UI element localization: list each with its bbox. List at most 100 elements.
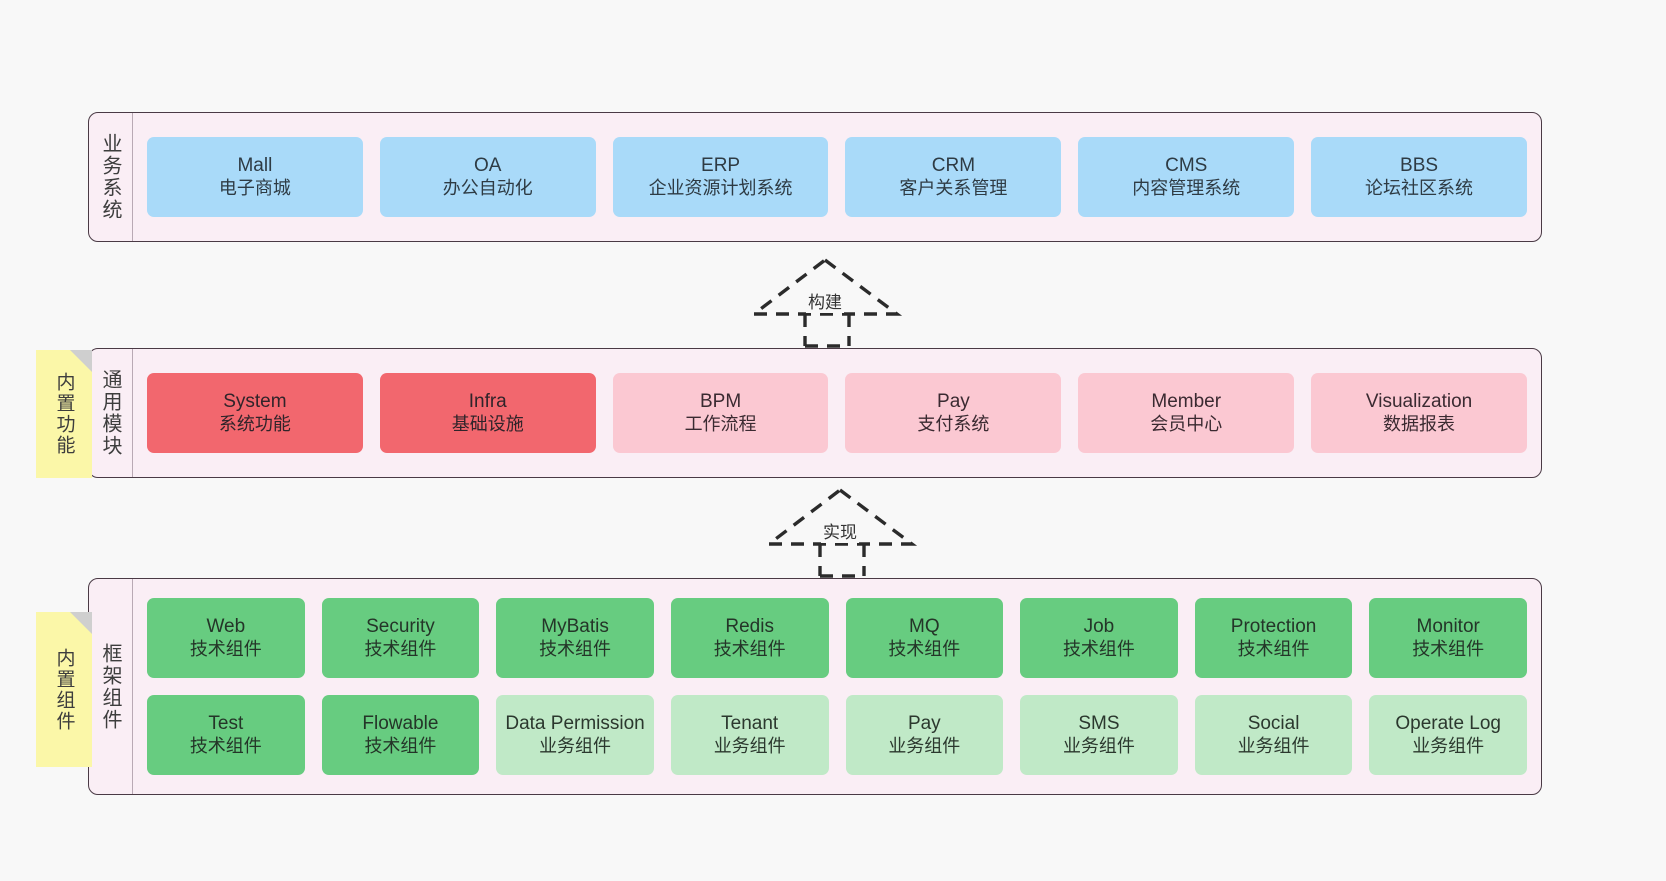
node-operate-log[interactable]: Operate Log 业务组件 — [1369, 695, 1527, 775]
node-redis-name: Redis — [725, 616, 774, 638]
node-mq[interactable]: MQ 技术组件 — [845, 598, 1004, 678]
node-system-name: System — [223, 391, 287, 413]
node-bpm[interactable]: BPM 工作流程 — [612, 373, 829, 453]
node-crm-desc: 客户关系管理 — [899, 177, 1008, 198]
node-sms-desc: 业务组件 — [1062, 735, 1135, 756]
layer-business-systems: 业务系统 Mall 电子商城 OA 办公自动化 ERP 企业资源计划系统 CRM… — [88, 112, 1542, 242]
node-pay-component-desc: 业务组件 — [888, 735, 961, 756]
node-cms-name: CMS — [1165, 155, 1208, 177]
node-data-permission[interactable]: Data Permission 业务组件 — [496, 695, 654, 775]
node-bbs-name: BBS — [1400, 155, 1439, 177]
sticky-note-builtin-feature-label: 内置功能 — [53, 372, 75, 456]
node-pay-component[interactable]: Pay 业务组件 — [845, 695, 1004, 775]
node-member-name: Member — [1151, 391, 1222, 413]
connector-implement — [767, 488, 918, 578]
node-mall[interactable]: Mall 电子商城 — [147, 137, 363, 217]
node-data-permission-desc: 业务组件 — [539, 735, 612, 756]
node-job[interactable]: Job 技术组件 — [1020, 598, 1178, 678]
node-test[interactable]: Test 技术组件 — [147, 695, 305, 775]
node-web-desc: 技术组件 — [189, 638, 262, 659]
node-test-name: Test — [208, 713, 244, 735]
layer-common-modules-row: System 系统功能 Infra 基础设施 BPM 工作流程 Pay 支付系统… — [147, 373, 1527, 453]
node-job-desc: 技术组件 — [1062, 638, 1135, 659]
node-redis[interactable]: Redis 技术组件 — [670, 598, 829, 678]
layer-business-systems-row: Mall 电子商城 OA 办公自动化 ERP 企业资源计划系统 CRM 客户关系… — [147, 137, 1527, 217]
page-fold-icon — [70, 350, 92, 372]
node-test-desc: 技术组件 — [189, 735, 262, 756]
connector-implement-arrowhead — [767, 488, 918, 546]
layer-framework-components-label: 框架组件 — [89, 579, 133, 794]
connector-implement-label: 实现 — [821, 518, 859, 543]
page-fold-icon — [70, 612, 92, 634]
node-redis-desc: 技术组件 — [713, 638, 786, 659]
connector-build-arrowhead — [752, 258, 903, 316]
node-mybatis-desc: 技术组件 — [539, 638, 612, 659]
node-web[interactable]: Web 技术组件 — [147, 598, 305, 678]
connector-build-shaft — [803, 314, 851, 348]
node-erp[interactable]: ERP 企业资源计划系统 — [612, 137, 829, 217]
node-visualization[interactable]: Visualization 数据报表 — [1311, 373, 1527, 453]
node-monitor-desc: 技术组件 — [1412, 638, 1485, 659]
node-flowable-name: Flowable — [362, 713, 439, 735]
node-pay-module-name: Pay — [937, 391, 970, 413]
node-visualization-desc: 数据报表 — [1383, 413, 1456, 434]
connector-build-label: 构建 — [806, 288, 844, 313]
node-infra[interactable]: Infra 基础设施 — [379, 373, 596, 453]
node-monitor[interactable]: Monitor 技术组件 — [1369, 598, 1527, 678]
node-cms[interactable]: CMS 内容管理系统 — [1078, 137, 1295, 217]
sticky-note-builtin-feature[interactable]: 内置功能 — [36, 350, 92, 478]
node-mybatis-name: MyBatis — [541, 616, 609, 638]
node-mybatis[interactable]: MyBatis 技术组件 — [496, 598, 654, 678]
node-flowable[interactable]: Flowable 技术组件 — [321, 695, 480, 775]
node-operate-log-desc: 业务组件 — [1412, 735, 1485, 756]
node-member[interactable]: Member 会员中心 — [1078, 373, 1295, 453]
node-crm[interactable]: CRM 客户关系管理 — [845, 137, 1062, 217]
node-tenant-name: Tenant — [721, 713, 779, 735]
node-job-name: Job — [1083, 616, 1115, 638]
layer-common-modules-body: System 系统功能 Infra 基础设施 BPM 工作流程 Pay 支付系统… — [133, 349, 1541, 477]
node-protection-name: Protection — [1230, 616, 1317, 638]
node-infra-desc: 基础设施 — [451, 413, 524, 434]
node-system[interactable]: System 系统功能 — [147, 373, 363, 453]
node-pay-module[interactable]: Pay 支付系统 — [845, 373, 1062, 453]
node-mall-name: Mall — [237, 155, 273, 177]
node-oa-name: OA — [474, 155, 502, 177]
node-erp-desc: 企业资源计划系统 — [648, 177, 793, 198]
node-bbs-desc: 论坛社区系统 — [1365, 177, 1474, 198]
node-oa[interactable]: OA 办公自动化 — [379, 137, 596, 217]
node-pay-module-desc: 支付系统 — [917, 413, 990, 434]
node-sms-name: SMS — [1078, 713, 1120, 735]
node-cms-desc: 内容管理系统 — [1132, 177, 1241, 198]
node-security-desc: 技术组件 — [364, 638, 437, 659]
node-flowable-desc: 技术组件 — [364, 735, 437, 756]
layer-framework-components-row-tech: Web 技术组件 Security 技术组件 MyBatis 技术组件 Redi… — [147, 598, 1527, 678]
layer-common-modules-label: 通用模块 — [89, 349, 133, 477]
node-oa-desc: 办公自动化 — [442, 177, 533, 198]
node-security-name: Security — [366, 616, 435, 638]
node-system-desc: 系统功能 — [218, 413, 291, 434]
node-crm-name: CRM — [931, 155, 976, 177]
node-social[interactable]: Social 业务组件 — [1194, 695, 1353, 775]
node-data-permission-name: Data Permission — [505, 713, 645, 735]
node-sms[interactable]: SMS 业务组件 — [1020, 695, 1178, 775]
node-mall-desc: 电子商城 — [218, 177, 291, 198]
node-member-desc: 会员中心 — [1150, 413, 1223, 434]
node-security[interactable]: Security 技术组件 — [321, 598, 480, 678]
node-bbs[interactable]: BBS 论坛社区系统 — [1311, 137, 1527, 217]
layer-common-modules: 通用模块 System 系统功能 Infra 基础设施 BPM 工作流程 Pay… — [88, 348, 1542, 478]
node-protection[interactable]: Protection 技术组件 — [1194, 598, 1353, 678]
node-tenant[interactable]: Tenant 业务组件 — [670, 695, 829, 775]
layer-business-systems-body: Mall 电子商城 OA 办公自动化 ERP 企业资源计划系统 CRM 客户关系… — [133, 113, 1541, 241]
layer-framework-components: 框架组件 Web 技术组件 Security 技术组件 MyBatis 技术组件… — [88, 578, 1542, 795]
node-bpm-desc: 工作流程 — [684, 413, 757, 434]
node-pay-component-name: Pay — [907, 713, 941, 735]
sticky-note-builtin-component-label: 内置组件 — [53, 647, 75, 732]
sticky-note-builtin-component[interactable]: 内置组件 — [36, 612, 92, 767]
node-bpm-name: BPM — [699, 391, 742, 413]
node-protection-desc: 技术组件 — [1237, 638, 1310, 659]
connector-implement-shaft — [818, 544, 866, 578]
layer-framework-components-body: Web 技术组件 Security 技术组件 MyBatis 技术组件 Redi… — [133, 579, 1541, 794]
node-mq-desc: 技术组件 — [888, 638, 961, 659]
node-social-name: Social — [1247, 713, 1300, 735]
